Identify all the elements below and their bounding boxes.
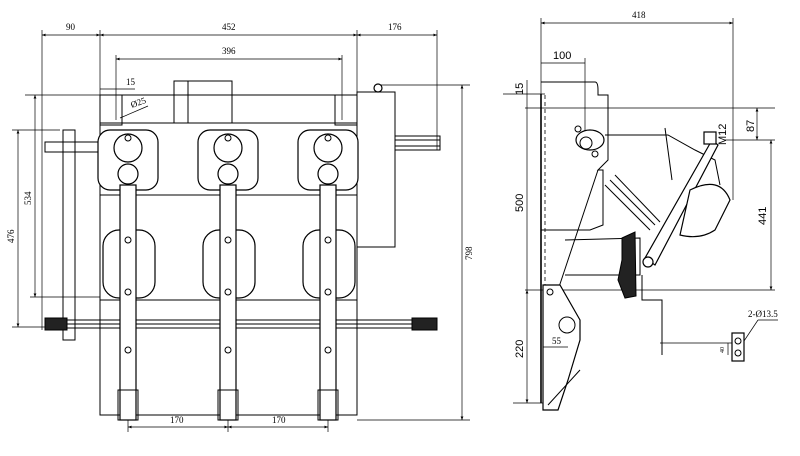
- dim-mount-span: 396: [222, 46, 236, 56]
- bushing: [604, 127, 721, 231]
- dim-left-offset: 90: [66, 22, 76, 32]
- dim-height-mount: 476: [6, 229, 16, 243]
- dim-top-edge: 15: [514, 83, 526, 95]
- dim-edge-offset: 15: [126, 77, 136, 87]
- pole-3: [297, 129, 359, 421]
- operating-arm: [641, 131, 731, 355]
- pole-2: [197, 129, 259, 421]
- dim-pole-pitch-1: 170: [170, 415, 184, 425]
- dim-lower-height: 220: [514, 340, 526, 358]
- dim-height-inner: 534: [23, 191, 33, 205]
- side-view: 418 100 15 500 220 87 441 M12 2-Ø13.5 40: [503, 10, 778, 411]
- front-view: 90 452 176 396 15 Ø25 534 476 798 170 17…: [6, 22, 474, 432]
- dim-right-offset: 176: [388, 22, 402, 32]
- dim-hinge-offset: 55: [552, 336, 562, 346]
- dim-bolt-offset: 87: [745, 120, 757, 132]
- dim-frame-height: 500: [514, 194, 526, 212]
- dim-mount-holes: 2-Ø13.5: [748, 309, 778, 319]
- dim-hole-pitch: 40: [720, 347, 726, 353]
- dim-depth-total: 418: [632, 10, 646, 20]
- pole-1: [97, 129, 159, 421]
- dim-top-offset: 100: [553, 50, 571, 62]
- dim-frame-width: 452: [222, 22, 236, 32]
- dim-height-total: 798: [464, 246, 474, 260]
- dim-pole-pitch-2: 170: [272, 415, 286, 425]
- dim-arm-height: 441: [757, 207, 769, 225]
- hinge-bracket: [542, 284, 581, 411]
- dim-bolt-thread: M12: [717, 124, 729, 145]
